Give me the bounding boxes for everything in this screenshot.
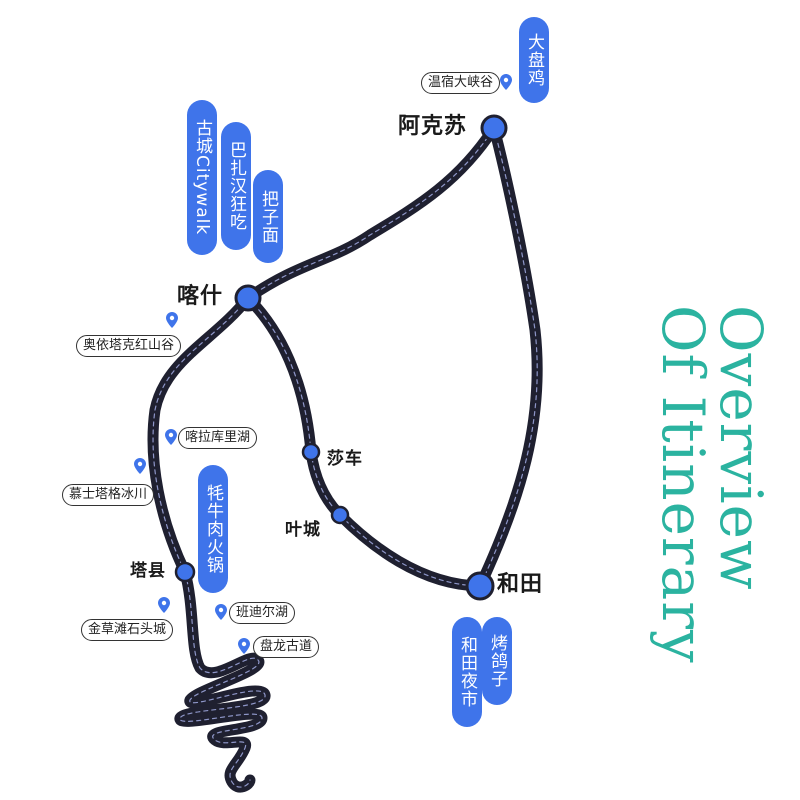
- poi-wensu-canyon[interactable]: 温宿大峡谷: [421, 72, 501, 94]
- highlight-pill-taxian-yak-hotpot: 牦牛肉火锅: [198, 465, 228, 593]
- highlight-pill-aksu-dapanji: 大盘鸡: [519, 17, 549, 103]
- road-kashgar-hotan-dash: [247, 297, 481, 587]
- title-line-2: Of Itinerary: [649, 305, 717, 664]
- map-pin-icon: [166, 312, 178, 328]
- node-aksu[interactable]: [480, 114, 508, 142]
- node-taxian[interactable]: [174, 561, 196, 583]
- city-label-aksu: 阿克苏: [398, 114, 468, 139]
- map-pin-icon: [165, 429, 177, 445]
- map-pin-icon: [158, 597, 170, 613]
- city-label-taxian: 塔县: [130, 561, 166, 581]
- poi-karakul-lake[interactable]: 喀拉库里湖: [178, 427, 258, 449]
- city-label-shache: 莎车: [327, 449, 363, 469]
- map-pin-icon: [500, 74, 512, 90]
- poi-panlong-road[interactable]: 盘龙古道: [253, 636, 320, 658]
- road-aksu-hotan: [474, 122, 543, 592]
- poi-label: 喀拉库里湖: [178, 427, 258, 449]
- highlight-pill-kashgar-bazaar: 巴扎汉狂吃: [221, 122, 251, 250]
- highlight-pill-kashgar-bazimian: 把子面: [253, 170, 283, 263]
- poi-jincaotan-stone-city[interactable]: 金草滩石头城: [81, 619, 174, 641]
- node-shache[interactable]: [301, 442, 321, 462]
- poi-label: 班迪尔湖: [229, 602, 296, 624]
- road-kashgar-taxian-dash: [152, 297, 249, 573]
- city-label-hotan: 和田: [497, 572, 544, 597]
- city-label-kashgar: 喀什: [177, 284, 224, 309]
- road-aksu-hotan-dash: [479, 127, 538, 587]
- poi-label: 金草滩石头城: [81, 619, 174, 641]
- city-label-yecheng: 叶城: [285, 520, 321, 540]
- map-pin-icon: [238, 638, 250, 654]
- node-yecheng[interactable]: [330, 505, 350, 525]
- road-kashgar-aksu-dash: [247, 127, 495, 299]
- poi-aoyi-red-valley[interactable]: 奥依塔克红山谷: [76, 335, 182, 357]
- road-panlong-dash: [179, 571, 266, 788]
- map-pin-icon: [215, 604, 227, 620]
- highlight-pill-hotan-roast-pigeon: 烤鸽子: [482, 617, 512, 705]
- road-kashgar-hotan: [242, 292, 486, 592]
- title-line-1: Overview: [707, 305, 775, 591]
- poi-bandier-lake[interactable]: 班迪尔湖: [229, 602, 296, 624]
- highlight-pill-hotan-night-market: 和田夜市: [452, 617, 482, 727]
- poi-label: 慕士塔格冰川: [62, 484, 155, 506]
- poi-label: 奥依塔克红山谷: [76, 335, 182, 357]
- road-network: [147, 122, 543, 793]
- highlight-pill-kashgar-citywalk: 古城Citywalk: [187, 100, 217, 255]
- poi-muztag-glacier[interactable]: 慕士塔格冰川: [62, 484, 155, 506]
- poi-label: 温宿大峡谷: [421, 72, 501, 94]
- road-kashgar-aksu: [242, 122, 500, 304]
- city-nodes: [174, 114, 508, 601]
- node-hotan[interactable]: [465, 571, 495, 601]
- poi-label: 盘龙古道: [253, 636, 320, 658]
- map-pin-icon: [134, 458, 146, 474]
- node-kashgar[interactable]: [234, 284, 262, 312]
